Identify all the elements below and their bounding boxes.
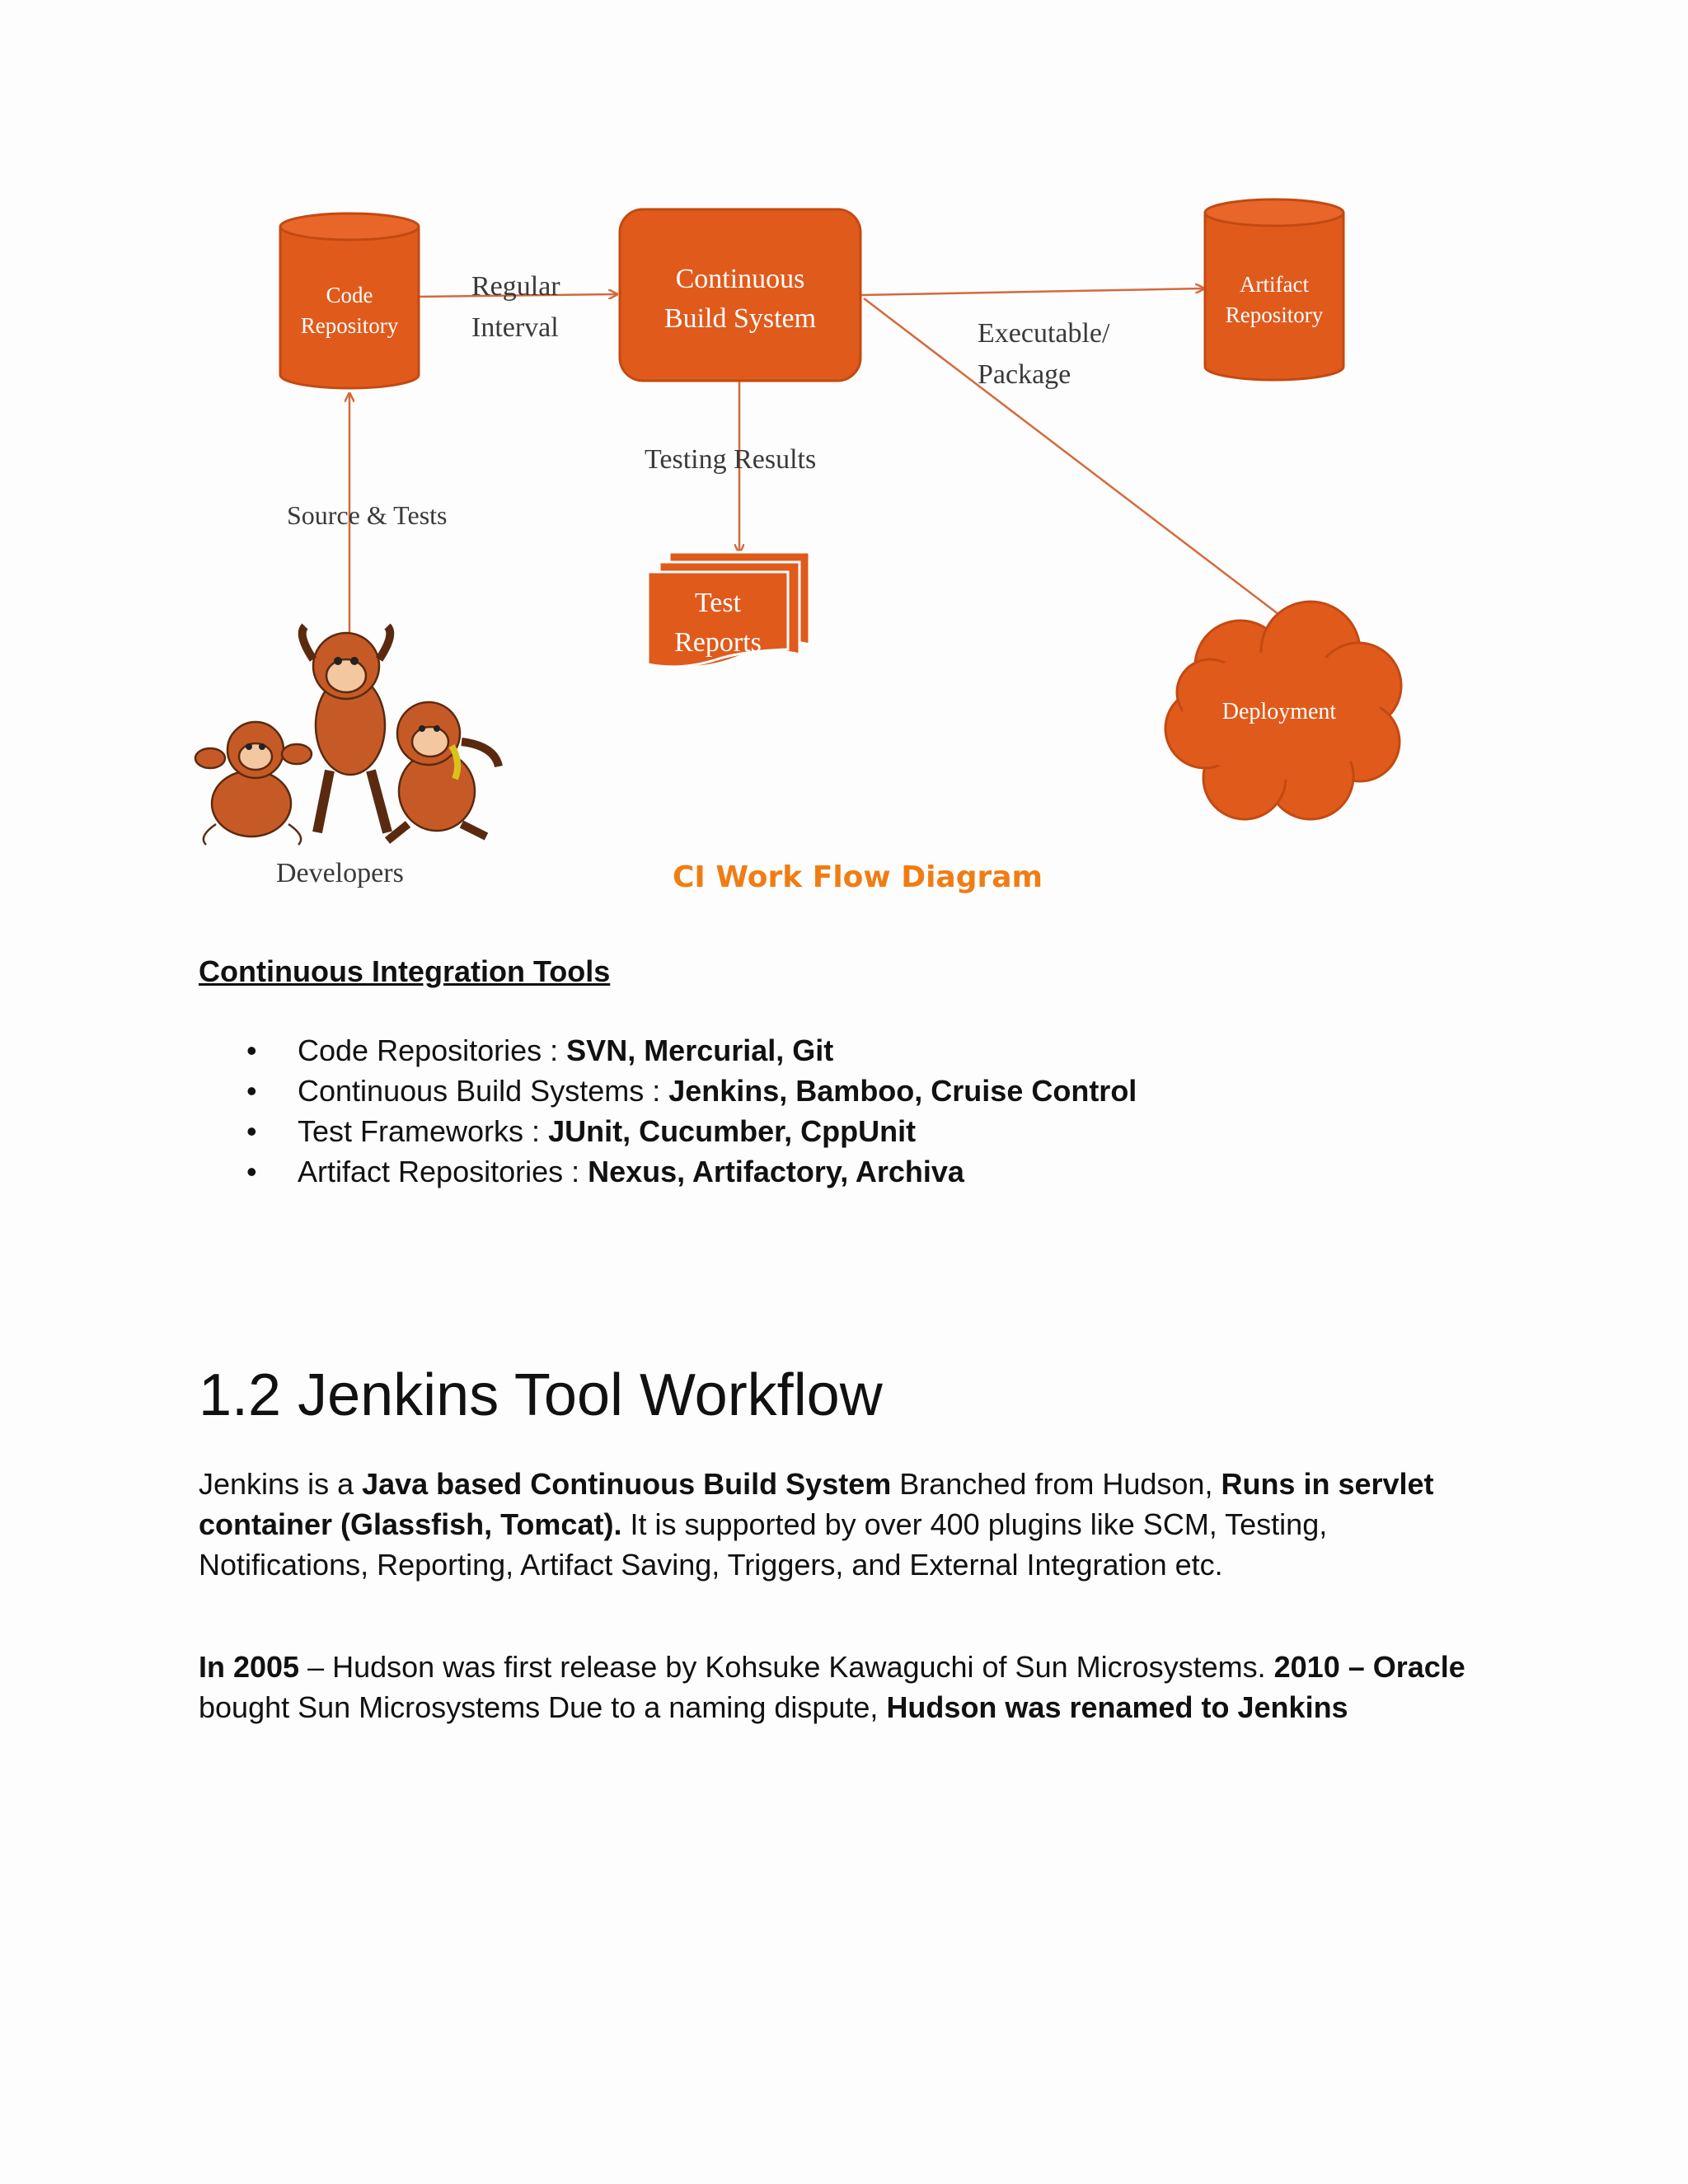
tool-category: Artifact Repositories : xyxy=(298,1155,588,1188)
source-tests-label: Source & Tests xyxy=(287,500,447,530)
deployment-label: Deployment xyxy=(1222,699,1337,724)
code-repository-cylinder: Code Repository xyxy=(279,212,420,390)
list-item: • Code Repositories : SVN, Mercurial, Git xyxy=(199,1030,1484,1071)
tools-list: • Code Repositories : SVN, Mercurial, Git… xyxy=(199,1030,1484,1192)
para-bold: Java based Continuous Build System xyxy=(362,1467,892,1501)
testing-results-label: Testing Results xyxy=(645,444,816,475)
section-title: 1.2 Jenkins Tool Workflow xyxy=(199,1362,883,1428)
tool-names: JUnit, Cucumber, CppUnit xyxy=(548,1114,917,1148)
para-bold: 2010 – Oracle xyxy=(1273,1650,1465,1684)
para-text: – Hudson was first release by Kohsuke Ka… xyxy=(299,1650,1274,1684)
artifact-repository-label-1: Artifact xyxy=(1240,272,1309,297)
tool-category: Test Frameworks : xyxy=(298,1114,549,1148)
list-item: • Test Frameworks : JUnit, Cucumber, CppU… xyxy=(199,1111,1484,1151)
developers-monkeys-image xyxy=(194,623,503,846)
regular-label: Regular xyxy=(471,271,560,302)
para-text: Jenkins is a xyxy=(199,1467,363,1501)
para-text: bought Sun Microsystems Due to a naming … xyxy=(199,1690,887,1724)
jenkins-intro-paragraph: Jenkins is a Java based Continuous Build… xyxy=(199,1464,1484,1585)
tool-names: SVN, Mercurial, Git xyxy=(566,1033,834,1067)
deployment-cloud: Deployment xyxy=(1164,600,1403,821)
tools-heading: Continuous Integration Tools xyxy=(199,954,611,988)
artifact-repository-label-2: Repository xyxy=(1226,302,1324,327)
artifact-repository-cylinder: Artifact Repository xyxy=(1203,198,1345,382)
bullet-icon: • xyxy=(246,1114,257,1148)
para-bold: In 2005 xyxy=(199,1650,300,1684)
diagram-arrows xyxy=(349,288,1286,633)
arrow-build-to-artifact xyxy=(860,288,1203,297)
arrow-code-to-build xyxy=(418,294,617,297)
bullet-icon: • xyxy=(246,1074,257,1108)
code-repository-label-1: Code xyxy=(326,283,373,307)
test-reports-label-1: Test xyxy=(695,588,742,618)
para-bold: Runs in servlet container (Glassfish, To… xyxy=(199,1467,1434,1541)
continuous-build-system-box: Continuous Build System xyxy=(618,208,862,382)
ci-workflow-diagram: Code Repository Regular Interval Continu… xyxy=(194,198,1403,894)
diagram-caption: CI Work Flow Diagram xyxy=(673,860,1043,894)
executable-label: Executable/ xyxy=(978,318,1110,349)
list-item: • Continuous Build Systems : Jenkins, Bam… xyxy=(199,1071,1484,1111)
code-repository-label-2: Repository xyxy=(301,313,399,338)
para-text: It is supported by over 400 plugins like… xyxy=(199,1507,1328,1582)
build-system-label-2: Build System xyxy=(664,303,816,334)
build-system-label-1: Continuous xyxy=(676,264,805,294)
package-label: Package xyxy=(978,359,1071,390)
bullet-icon: • xyxy=(246,1155,257,1188)
developers-label: Developers xyxy=(276,858,404,888)
list-item: • Artifact Repositories : Nexus, Artifact… xyxy=(199,1151,1484,1192)
arrow-build-to-deployment xyxy=(863,298,1286,620)
test-reports-documents: Test Reports xyxy=(646,551,811,668)
jenkins-history-paragraph: In 2005 – Hudson was first release by Ko… xyxy=(199,1647,1484,1727)
interval-label: Interval xyxy=(471,312,559,343)
tool-names: Jenkins, Bamboo, Cruise Control xyxy=(668,1074,1137,1108)
tool-names: Nexus, Artifactory, Archiva xyxy=(588,1155,964,1188)
test-reports-label-2: Reports xyxy=(674,627,762,658)
tool-category: Code Repositories : xyxy=(298,1033,567,1067)
para-bold: Hudson was renamed to Jenkins xyxy=(886,1690,1348,1724)
para-text: Branched from Hudson, xyxy=(891,1467,1221,1501)
tool-category: Continuous Build Systems : xyxy=(298,1074,669,1108)
bullet-icon: • xyxy=(246,1033,257,1067)
